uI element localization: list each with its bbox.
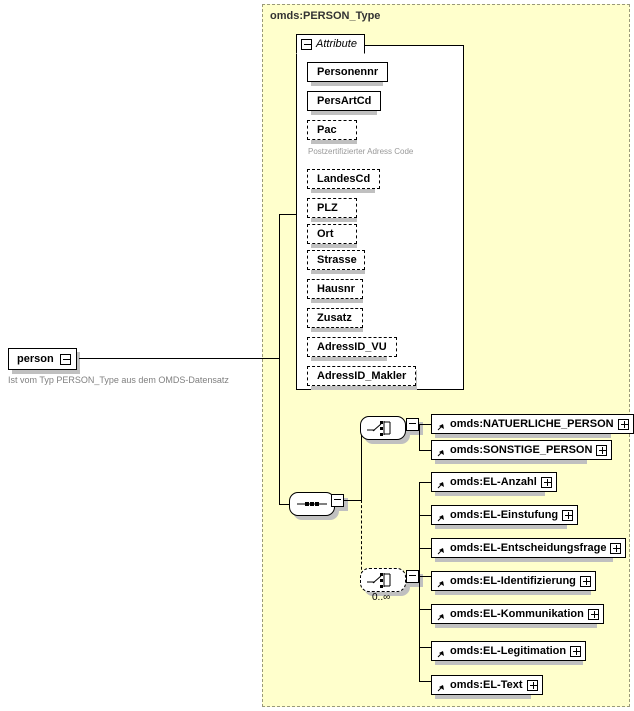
element-label: omds:EL-Entscheidungsfrage bbox=[450, 542, 607, 554]
connector-to-el-kommunikation bbox=[419, 609, 431, 610]
minus-toggle-icon[interactable] bbox=[406, 418, 419, 431]
reference-arrow-icon bbox=[437, 515, 444, 522]
reference-arrow-icon bbox=[437, 651, 444, 658]
plus-toggle-icon[interactable] bbox=[562, 509, 574, 521]
attribute-label: Pac bbox=[317, 124, 337, 136]
connector-el-fan-spine bbox=[419, 482, 420, 681]
reference-arrow-icon bbox=[437, 548, 444, 555]
plus-toggle-icon[interactable] bbox=[579, 575, 591, 587]
plus-toggle-icon[interactable] bbox=[526, 679, 538, 691]
attribute-tab-label: Attribute bbox=[316, 38, 357, 50]
connector-branch-up bbox=[361, 428, 362, 501]
connector-choice-person-out bbox=[419, 424, 431, 425]
reference-arrow-icon bbox=[437, 450, 444, 457]
compositor-choice-el[interactable] bbox=[360, 568, 406, 592]
element-label: omds:EL-Legitimation bbox=[450, 645, 567, 657]
attribute-landescd[interactable]: LandesCd bbox=[307, 169, 381, 189]
reference-arrow-icon bbox=[437, 581, 444, 588]
connector-to-el-legitimation bbox=[419, 647, 431, 648]
reference-arrow-icon bbox=[437, 614, 444, 621]
connector-trunk-to-sequence bbox=[279, 504, 291, 505]
connector-into-container bbox=[262, 358, 280, 359]
connector-to-el-text bbox=[419, 681, 431, 682]
element-el-kommunikation[interactable]: omds:EL-Kommunikation bbox=[431, 604, 604, 624]
plus-toggle-icon[interactable] bbox=[570, 645, 582, 657]
attribute-label: Strasse bbox=[317, 254, 357, 266]
reference-arrow-icon bbox=[437, 685, 444, 692]
sequence-icon bbox=[297, 502, 327, 506]
compositor-choice-person[interactable] bbox=[360, 416, 406, 440]
attribute-zusatz[interactable]: Zusatz bbox=[307, 308, 363, 328]
connector-choice-person-fan bbox=[419, 424, 420, 450]
element-label: omds:EL-Kommunikation bbox=[450, 608, 584, 620]
attribute-label: AdressID_Makler bbox=[317, 370, 407, 382]
person-annotation: Ist vom Typ PERSON_Type aus dem OMDS-Dat… bbox=[8, 375, 229, 385]
connector-to-el-einstufung bbox=[419, 515, 431, 516]
element-el-entscheidungsfrage[interactable]: omds:EL-Entscheidungsfrage bbox=[431, 538, 627, 558]
choice-icon bbox=[367, 421, 391, 436]
element-el-einstufung[interactable]: omds:EL-Einstufung bbox=[431, 505, 579, 525]
element-natuerliche-person[interactable]: omds:NATUERLICHE_PERSON bbox=[431, 414, 634, 434]
element-el-identifizierung[interactable]: omds:EL-Identifizierung bbox=[431, 571, 596, 591]
attribute-persartcd[interactable]: PersArtCd bbox=[307, 91, 382, 111]
attribute-personennr[interactable]: Personennr bbox=[307, 62, 389, 82]
attribute-hausnr[interactable]: Hausnr bbox=[307, 279, 363, 299]
plus-toggle-icon[interactable] bbox=[610, 542, 622, 554]
minus-toggle-icon[interactable] bbox=[406, 570, 419, 583]
connector-sequence-out bbox=[344, 500, 362, 501]
connector-to-el-entscheidungsfrage bbox=[419, 548, 431, 549]
attribute-plz[interactable]: PLZ bbox=[307, 198, 357, 218]
minus-toggle-icon[interactable] bbox=[331, 494, 344, 507]
attribute-label: LandesCd bbox=[317, 173, 371, 185]
attribute-label: AdressID_VU bbox=[317, 341, 387, 353]
plus-toggle-icon[interactable] bbox=[587, 608, 599, 620]
connector-trunk-vertical bbox=[279, 214, 280, 504]
connector-trunk-to-attributes bbox=[279, 214, 297, 215]
attribute-panel-tab[interactable]: Attribute bbox=[296, 34, 365, 54]
element-sonstige-person[interactable]: omds:SONSTIGE_PERSON bbox=[431, 440, 613, 460]
person-label: person bbox=[17, 353, 54, 365]
element-label: omds:NATUERLICHE_PERSON bbox=[450, 418, 614, 430]
minus-toggle-icon[interactable] bbox=[301, 38, 312, 50]
connector-choice-el-out bbox=[419, 576, 431, 577]
cardinality-label: 0..∞ bbox=[372, 592, 391, 603]
type-container-title: omds:PERSON_Type bbox=[270, 10, 381, 22]
element-label: omds:EL-Anzahl bbox=[450, 476, 537, 488]
attribute-adressid-vu[interactable]: AdressID_VU bbox=[307, 337, 397, 357]
element-label: omds:SONSTIGE_PERSON bbox=[450, 444, 593, 456]
element-el-legitimation[interactable]: omds:EL-Legitimation bbox=[431, 641, 587, 661]
reference-arrow-icon bbox=[437, 482, 444, 489]
attribute-label: Personennr bbox=[317, 66, 379, 78]
element-el-anzahl[interactable]: omds:EL-Anzahl bbox=[431, 472, 557, 492]
attribute-label: PLZ bbox=[317, 202, 338, 214]
element-el-text[interactable]: omds:EL-Text bbox=[431, 675, 543, 695]
compositor-sequence[interactable] bbox=[289, 492, 335, 516]
attribute-strasse[interactable]: Strasse bbox=[307, 250, 365, 270]
reference-arrow-icon bbox=[437, 424, 444, 431]
element-label: omds:EL-Identifizierung bbox=[450, 575, 576, 587]
connector-person-to-trunk bbox=[79, 358, 263, 359]
attribute-label: PersArtCd bbox=[317, 95, 372, 107]
attribute-label: Hausnr bbox=[317, 283, 355, 295]
element-label: omds:EL-Text bbox=[450, 679, 523, 691]
attribute-label: Ort bbox=[317, 228, 334, 240]
connector-to-sonstige bbox=[419, 450, 431, 451]
attribute-ort[interactable]: Ort bbox=[307, 224, 357, 244]
attribute-pac-annotation: Postzertifizierter Adress Code bbox=[308, 147, 414, 156]
root-element-person[interactable]: person bbox=[8, 348, 77, 370]
attribute-label: Zusatz bbox=[317, 312, 352, 324]
attribute-pac[interactable]: Pac bbox=[307, 120, 357, 140]
connector-branch-down-dashed bbox=[361, 500, 362, 580]
element-label: omds:EL-Einstufung bbox=[450, 509, 559, 521]
minus-toggle-icon[interactable] bbox=[59, 353, 71, 365]
plus-toggle-icon[interactable] bbox=[540, 476, 552, 488]
connector-to-el-anzahl bbox=[419, 482, 431, 483]
choice-icon bbox=[367, 573, 391, 588]
plus-toggle-icon[interactable] bbox=[617, 418, 629, 430]
plus-toggle-icon[interactable] bbox=[596, 444, 608, 456]
attribute-adressid-makler[interactable]: AdressID_Makler bbox=[307, 366, 417, 386]
